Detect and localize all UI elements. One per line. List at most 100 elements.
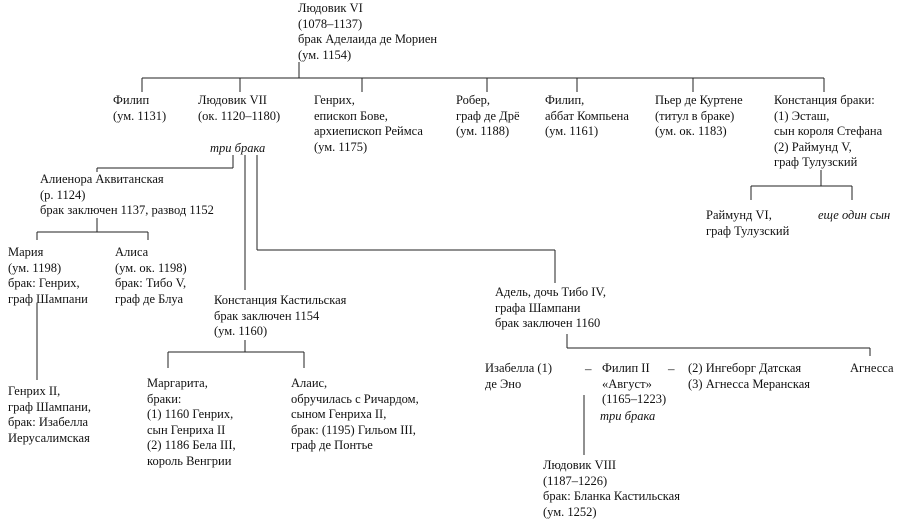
text-line: Филип, <box>545 93 585 107</box>
text-line: граф Шампани <box>8 291 88 306</box>
person-alais: Алаис,обручилась с Ричардом,сыном Генрих… <box>291 376 419 454</box>
person-louis-vi: Людовик VI(1078–1137)брак Аделаида де Мо… <box>298 1 437 63</box>
person-philip-ii-wives: (2) Ингеборг Датская(3) Агнесса Меранска… <box>688 361 810 392</box>
text-line: король Венгрии <box>147 453 232 468</box>
text-line: браки: <box>147 391 182 406</box>
text-line: брак: Тибо V, <box>115 276 187 290</box>
note-other-son: еще один сын <box>818 208 891 222</box>
person-louis-vii: Людовик VII(ок. 1120–1180) <box>198 93 280 124</box>
text-line: де Эно <box>485 376 522 391</box>
text-line: Адель, дочь Тибо IV, <box>495 285 606 299</box>
text-line: сын короля Стефана <box>774 124 883 138</box>
text-line: обручилась с Ричардом, <box>291 391 419 406</box>
person-pierre-courtenay: Пьер де Куртене(титул в браке)(ум. ок. 1… <box>655 93 743 140</box>
text-line: Генрих, <box>314 93 355 107</box>
text-line: Алиса <box>115 245 149 259</box>
text-line: графа Шампани <box>495 300 581 315</box>
text-line: епископ Бове, <box>314 108 388 123</box>
person-alice: Алиса(ум. ок. 1198)брак: Тибо V,граф де … <box>115 245 187 307</box>
text-line: (р. 1124) <box>40 187 86 202</box>
text-line: (1) 1160 Генрих, <box>147 407 234 421</box>
text-line: брак: Бланка Кастильская <box>543 489 680 503</box>
person-margaret: Маргарита,браки:(1) 1160 Генрих,сын Генр… <box>147 376 236 469</box>
text-line: Робер, <box>456 93 491 107</box>
text-line: (ум. 1161) <box>545 124 599 138</box>
person-philip-d1131: Филип(ум. 1131) <box>113 93 166 124</box>
marriage-dash-right: – <box>668 361 675 376</box>
person-isabella-hainaut: Изабелла (1)де Эно <box>485 361 552 392</box>
text-line: сыном Генриха II, <box>291 407 387 421</box>
text-line: (титул в браке) <box>655 108 735 123</box>
text-line: (1078–1137) <box>298 16 363 31</box>
text-line: брак заключен 1154 <box>214 308 320 323</box>
text-line: брак Аделаида де Мориен <box>298 32 438 46</box>
text-line: брак заключен 1160 <box>495 316 601 330</box>
text-line: Констанция Кастильская <box>214 293 347 307</box>
text-line: (ок. 1120–1180) <box>198 108 281 123</box>
text-line: Генрих II, <box>8 384 61 398</box>
person-robert-dreux: Робер,граф де Дрё(ум. 1188) <box>456 93 520 140</box>
text-line: Людовик VII <box>198 93 267 107</box>
text-line: (ум. 1188) <box>456 124 510 138</box>
text-line: «Август» <box>602 376 652 391</box>
text-line: архиепископ Реймса <box>314 124 423 138</box>
marriage-dash-left: – <box>585 361 592 376</box>
note-philip-ii-marriages: три брака <box>600 409 656 423</box>
text-line: граф Тулузский <box>706 223 790 238</box>
text-line: (1187–1226) <box>543 473 608 488</box>
text-line: Маргарита, <box>147 376 208 390</box>
person-raymond-vi: Раймунд VI,граф Тулузский <box>706 208 789 239</box>
text-line: (ум. 1198) <box>8 260 62 275</box>
text-line: (1165–1223) <box>602 392 667 406</box>
text-line: брак: Генрих, <box>8 276 80 290</box>
text-line: (ум. ок. 1198) <box>115 260 187 275</box>
text-line: аббат Компьена <box>545 108 629 123</box>
person-louis-viii: Людовик VIII(1187–1226)брак: Бланка Каст… <box>543 458 680 520</box>
text-line: (ум. 1175) <box>314 139 368 154</box>
text-line: (2) 1186 Бела III, <box>147 438 236 452</box>
text-line: граф Шампани, <box>8 399 91 414</box>
text-line: (ум. 1131) <box>113 108 167 123</box>
text-line: брак заключен 1137, развод 1152 <box>40 203 214 217</box>
person-philip-abbot: Филип,аббат Компьена(ум. 1161) <box>545 93 629 140</box>
text-line: (ум. 1252) <box>543 504 597 519</box>
text-line: сын Генриха II <box>147 422 226 437</box>
text-line: Филип II <box>602 361 650 375</box>
person-henri-bishop: Генрих,епископ Бове,архиепископ Реймса(у… <box>314 93 423 155</box>
text-line: Мария <box>8 245 44 259</box>
text-line: (2) Ингеборг Датская <box>688 361 802 375</box>
text-line: Раймунд VI, <box>706 208 772 222</box>
person-agnes: Агнесса <box>850 361 894 377</box>
text-line: (1) Эсташ, <box>774 108 830 123</box>
text-line: граф Тулузский <box>774 155 858 169</box>
text-line: граф де Дрё <box>456 108 520 123</box>
text-line: Людовик VIII <box>543 458 617 472</box>
person-constance-france: Констанция браки:(1) Эсташ,сын короля Ст… <box>774 93 882 171</box>
text-line: (3) Агнесса Меранская <box>688 376 811 391</box>
text-line: Изабелла (1) <box>485 361 552 375</box>
text-line: (ум. ок. 1183) <box>655 124 727 138</box>
text-line: граф де Понтье <box>291 438 373 452</box>
person-eleanor-aquitaine: Алиенора Аквитанская(р. 1124)брак заключ… <box>40 172 214 219</box>
text-line: (ум. 1160) <box>214 324 268 338</box>
text-line: граф де Блуа <box>115 291 184 306</box>
text-line: Агнесса <box>850 361 894 375</box>
text-line: брак: (1195) Гильом III, <box>291 422 416 437</box>
note-louis-vii-marriages: три брака <box>210 141 266 155</box>
text-line: брак: Изабелла <box>8 415 89 429</box>
text-line: (ум. 1154) <box>298 47 352 62</box>
person-marie: Мария(ум. 1198)брак: Генрих,граф Шампани <box>8 245 88 307</box>
text-line: Филип <box>113 93 150 107</box>
person-philip-ii-augustus: Филип II«Август»(1165–1223) <box>602 361 666 408</box>
text-line: Иерусалимская <box>8 430 90 445</box>
text-line: Констанция браки: <box>774 93 875 107</box>
text-line: Людовик VI <box>298 1 363 15</box>
text-line: Алиенора Аквитанская <box>40 172 164 186</box>
text-line: Пьер де Куртене <box>655 93 743 107</box>
text-line: Алаис, <box>291 376 328 390</box>
text-line: (2) Раймунд V, <box>774 139 852 154</box>
